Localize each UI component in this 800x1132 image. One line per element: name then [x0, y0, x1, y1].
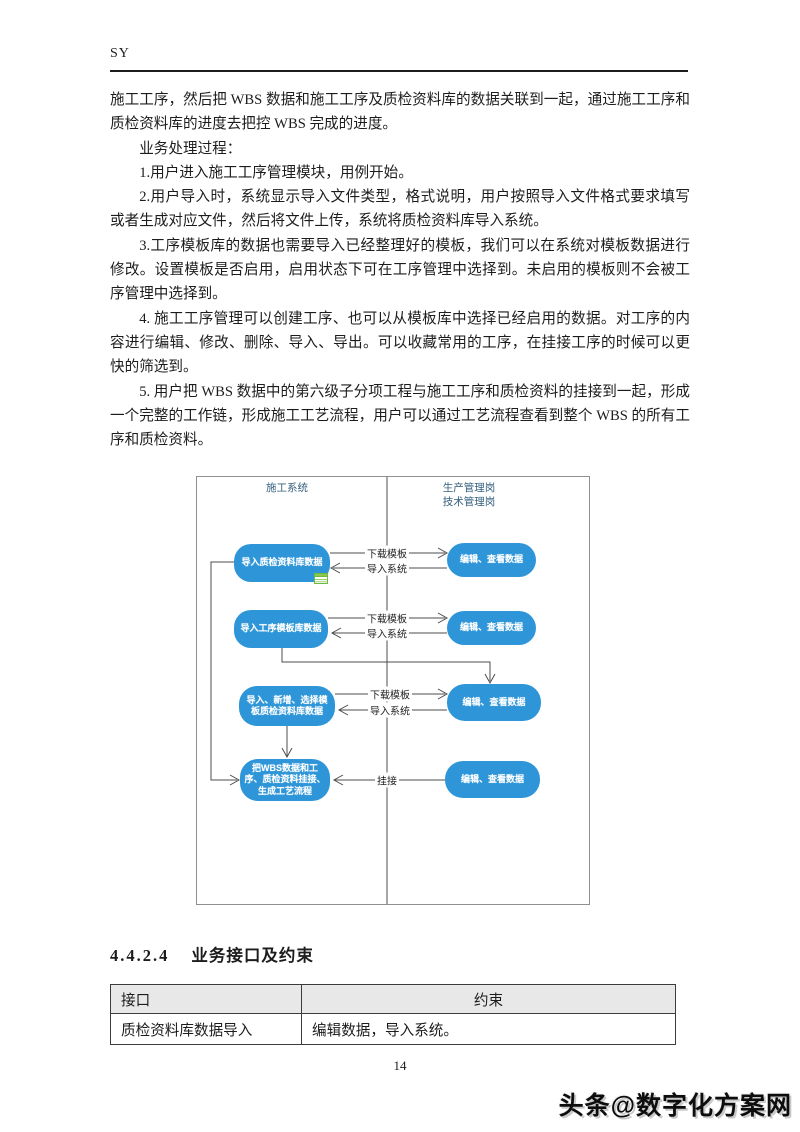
edge-label-download-template: 下载模板: [368, 686, 412, 702]
flow-diagram: 施工系统 生产管理岗 技术管理岗 导入质检资料库数据 导入工序模板库数据 导入、…: [196, 476, 590, 905]
paragraph: 3.工序模板库的数据也需要导入已经整理好的模板，我们可以在系统对模板数据进行修改…: [110, 237, 690, 303]
watermark: 头条@数字化方案网: [558, 1092, 792, 1120]
lane-title-construction-system: 施工系统: [227, 481, 347, 495]
node-edit-view-3: 编辑、查看数据: [447, 684, 541, 721]
page-number: 14: [393, 1058, 407, 1073]
paragraph: 1.用户进入施工工序管理模块，用例开始。: [139, 164, 413, 181]
lane-title-management-posts: 生产管理岗 技术管理岗: [409, 481, 529, 509]
edge-label-import-system: 导入系统: [365, 560, 409, 576]
interface-constraint-table: 接口 约束 质检资料库数据导入 编辑数据，导入系统。: [110, 984, 676, 1045]
paragraph: 业务处理过程：: [139, 140, 242, 157]
node-edit-view-1: 编辑、查看数据: [447, 543, 536, 577]
paragraph: 4. 施工工序管理可以创建工序、也可以从模板库中选择已经启用的数据。对工序的内容…: [110, 310, 690, 376]
body-text: 施工工序，然后把 WBS 数据和施工工序及质检资料库的数据关联到一起，通过施工工…: [110, 88, 690, 452]
edge-label-mount: 挂接: [375, 772, 399, 788]
paragraph: 2.用户导入时，系统显示导入文件类型，格式说明，用户按照导入文件格式要求填写或者…: [110, 189, 690, 230]
node-edit-view-4: 编辑、查看数据: [445, 761, 540, 798]
lane-title-text: 施工系统: [266, 482, 308, 494]
header-rule: [110, 70, 688, 72]
section-heading: 4.4.2.4 业务接口及约束: [110, 942, 314, 966]
paragraph: 施工工序，然后把 WBS 数据和施工工序及质检资料库的数据关联到一起，通过施工工…: [110, 92, 690, 133]
node-import-process-template: 导入工序模板库数据: [234, 610, 328, 648]
table-cell-constraint: 编辑数据，导入系统。: [301, 1013, 676, 1045]
page-header-title: SY: [110, 46, 130, 61]
lane-title-text: 技术管理岗: [442, 496, 496, 508]
lane-title-text: 生产管理岗: [442, 482, 496, 494]
table-header-interface: 接口: [110, 984, 302, 1014]
table-header-constraint: 约束: [301, 984, 676, 1014]
table-header-row: 接口 约束: [110, 984, 676, 1014]
edge-label-download-template: 下载模板: [365, 545, 409, 561]
section-number: 4.4.2.4: [110, 946, 170, 965]
edge-label-download-template: 下载模板: [365, 610, 409, 626]
node-edit-view-2: 编辑、查看数据: [447, 611, 536, 645]
table-row: 质检资料库数据导入 编辑数据，导入系统。: [110, 1013, 676, 1045]
node-mount-wbs-flow: 把WBS数据和工序、质检资料挂接、生成工艺流程: [240, 759, 330, 801]
edge-label-import-system: 导入系统: [365, 625, 409, 641]
table-cell-interface: 质检资料库数据导入: [110, 1013, 302, 1045]
node-import-add-select-template: 导入、新增、选择模板质检资料库数据: [239, 686, 335, 726]
section-title: 业务接口及约束: [191, 947, 314, 965]
paragraph: 5. 用户把 WBS 数据中的第六级子分项工程与施工工序和质检资料的挂接到一起，…: [110, 383, 690, 449]
edge-label-import-system: 导入系统: [368, 702, 412, 718]
spreadsheet-icon: [314, 573, 328, 584]
